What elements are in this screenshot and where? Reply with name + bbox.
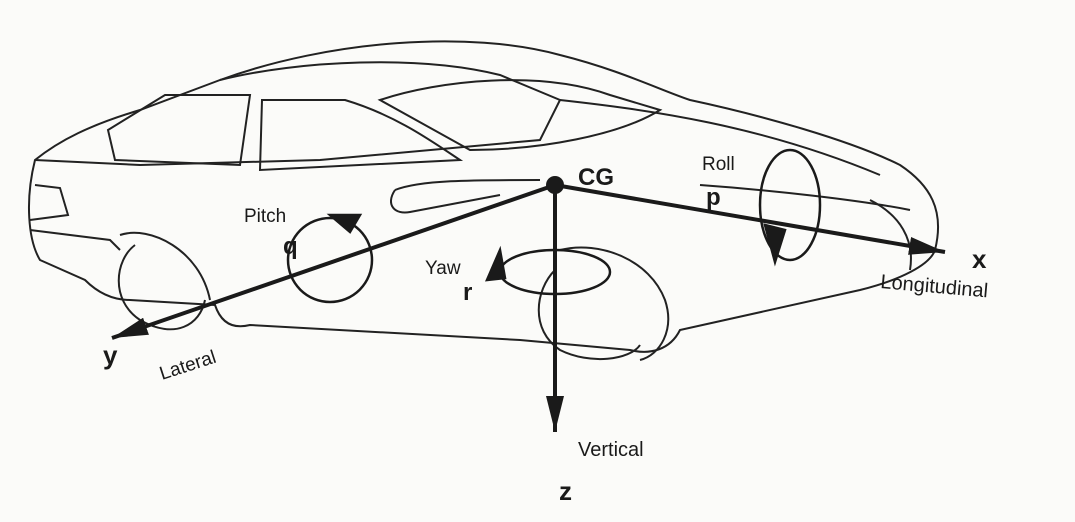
yaw-symbol: r	[463, 279, 472, 306]
y-axis-name: Lateral	[157, 347, 219, 385]
pitch-arrowhead-icon	[326, 213, 363, 234]
pitch-label: Pitch	[244, 206, 286, 227]
x-axis-name: Longitudinal	[880, 271, 989, 302]
roll-symbol: p	[706, 184, 721, 211]
pitch-symbol: q	[283, 233, 298, 260]
roll-label: Roll	[702, 154, 735, 175]
y-axis-symbol: y	[103, 340, 118, 370]
yaw-label: Yaw	[425, 258, 461, 279]
x-axis-line	[554, 183, 946, 255]
z-axis-name: Vertical	[578, 439, 644, 461]
roll-rotation-icon	[758, 148, 822, 262]
yaw-arrowhead-icon	[484, 245, 507, 282]
roll-arrowhead-icon	[763, 223, 787, 267]
cg-label: CG	[578, 164, 614, 191]
pitch-rotation-icon	[286, 216, 374, 304]
rotation-arrows	[286, 148, 822, 304]
axis-lines	[111, 183, 946, 432]
x-axis-symbol: x	[972, 244, 987, 274]
y-axis-line	[111, 183, 556, 340]
cg-marker	[546, 176, 564, 194]
car-outline	[28, 40, 940, 361]
z-axis-symbol: z	[559, 476, 572, 506]
